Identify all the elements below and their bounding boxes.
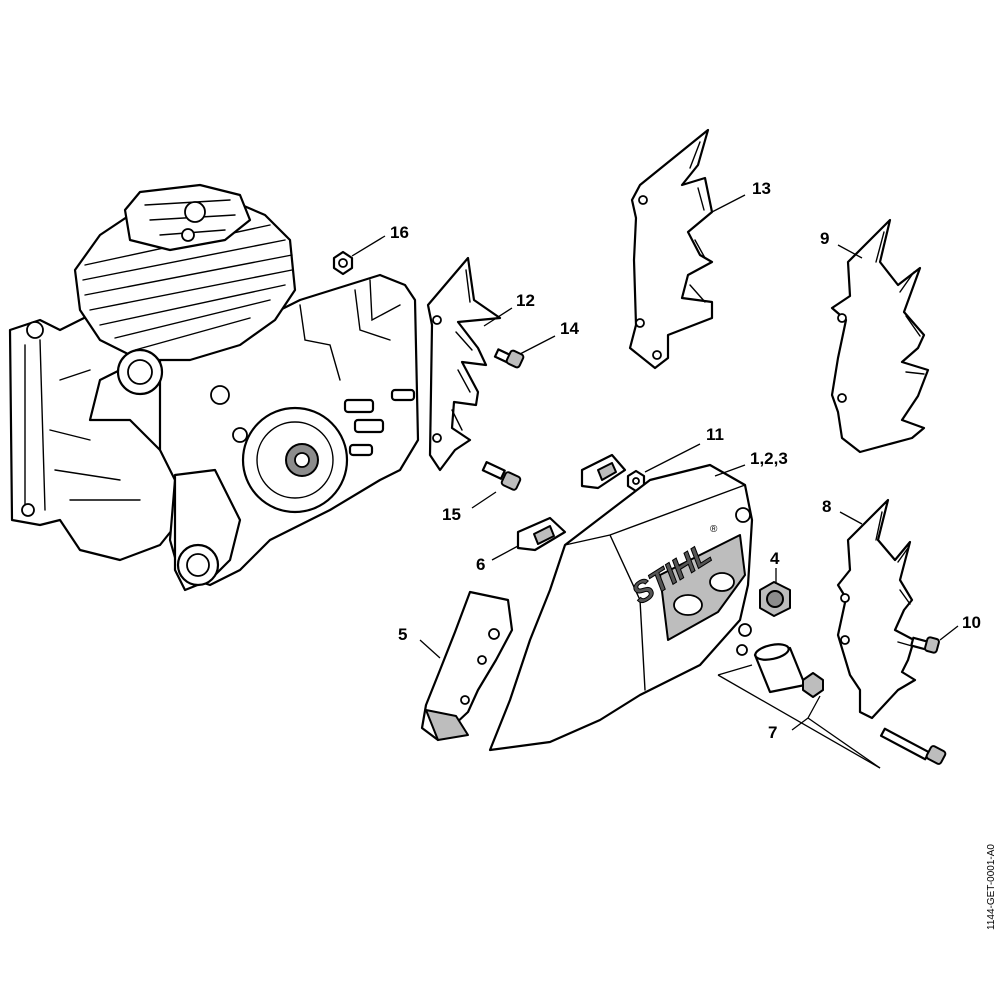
part-7-spacer-kit — [736, 643, 947, 765]
part-10-screw — [910, 636, 940, 654]
part-15-screw — [481, 461, 522, 491]
part-5-cover-plate — [420, 590, 514, 742]
callout-11: 11 — [706, 425, 724, 444]
part-16-nut — [332, 250, 354, 276]
callout-8: 8 — [822, 497, 831, 516]
sliding-plate-upper — [580, 453, 627, 490]
callout-16: 16 — [390, 223, 409, 242]
part-13-bumper-spike — [628, 128, 714, 370]
part-1-2-3-sprocket-cover: STIHL ® — [488, 463, 754, 752]
part-14-screw — [493, 348, 525, 369]
document-id: 1144-GET-0001-A0 — [986, 844, 997, 930]
engine-assembly — [8, 183, 420, 592]
callout-4: 4 — [770, 549, 780, 568]
callout-14: 14 — [560, 319, 579, 338]
part-9-bumper-spike — [830, 218, 930, 454]
callout-5: 5 — [398, 625, 407, 644]
callout-7: 7 — [768, 723, 777, 742]
callout-13: 13 — [752, 179, 771, 198]
callout-labels: 16 13 9 12 14 11 1,2,3 15 8 6 4 5 10 7 — [390, 179, 981, 742]
callout-6: 6 — [476, 555, 485, 574]
part-12-bumper-spike — [426, 256, 502, 472]
callout-15: 15 — [442, 505, 461, 524]
callout-9: 9 — [820, 229, 829, 248]
registered-mark: ® — [710, 524, 718, 535]
leader-lines — [351, 194, 959, 769]
part-8-bumper-spike — [836, 498, 917, 720]
callout-10: 10 — [962, 613, 981, 632]
callout-12: 12 — [516, 291, 535, 310]
callout-1-2-3: 1,2,3 — [750, 449, 788, 468]
part-6-sliding-plate — [516, 516, 567, 552]
part-4-collar-nut — [759, 581, 791, 617]
